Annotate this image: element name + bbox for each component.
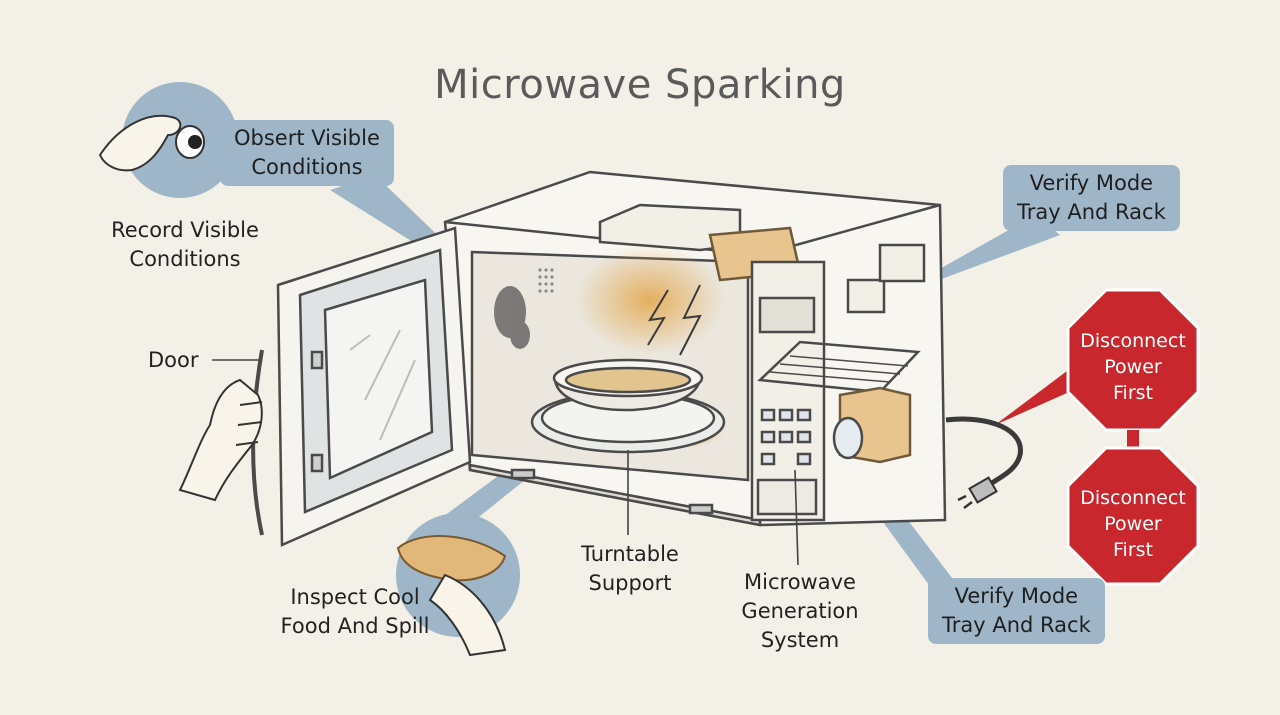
door-label: Door xyxy=(148,348,199,372)
microwave-door xyxy=(251,226,472,547)
disconnect-bottom-label: Disconnect Power First xyxy=(1080,487,1186,561)
hand-door-icon xyxy=(178,378,263,502)
leader-lines xyxy=(212,359,799,566)
turntable-label: Turntable Support xyxy=(581,542,679,595)
verify-bottom-callout: Verify Mode Tray And Rack xyxy=(928,578,1105,644)
inspect-label: Inspect Cool Food And Spill xyxy=(280,585,430,638)
disconnect-top-label: Disconnect Power First xyxy=(1080,330,1186,404)
spark-icon xyxy=(647,284,702,356)
generation-label: Microwave Generation System xyxy=(741,570,859,652)
hand-cloth-icon xyxy=(396,513,520,657)
record-label: Record Visible Conditions xyxy=(111,218,259,271)
hand-eye-icon xyxy=(98,82,238,198)
verify-top-callout: Verify Mode Tray And Rack xyxy=(1003,165,1180,231)
observe-callout: Obsert Visible Conditions xyxy=(220,120,394,186)
power-plug-icon xyxy=(945,416,1023,509)
burn-spot xyxy=(494,286,530,349)
stop-sign-icon xyxy=(1066,288,1200,586)
page-title: Microwave Sparking xyxy=(434,62,846,108)
disconnect-callout-pointer xyxy=(995,365,1085,425)
scorch-mark xyxy=(575,245,725,355)
bowl xyxy=(552,358,704,412)
